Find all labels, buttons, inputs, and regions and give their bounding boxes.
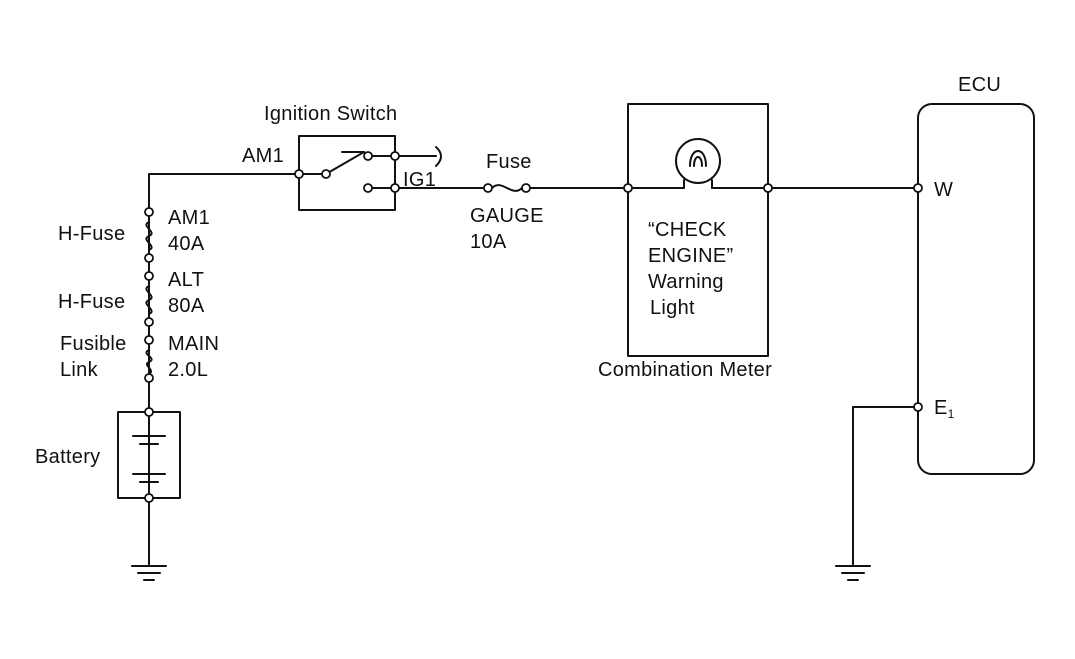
check-engine-line2: ENGINE” [648, 245, 734, 267]
ecu-terminal-e1-letter: E [934, 397, 948, 419]
check-engine-line1: “CHECK [648, 219, 727, 241]
h-fuse-alt-symbol [144, 271, 154, 327]
battery-label: Battery [35, 446, 101, 468]
gauge-fuse-name: GAUGE [470, 205, 544, 227]
fuse-am1-rating: 40A [168, 233, 205, 255]
ecu-terminal-e1-subscript: 1 [947, 407, 955, 421]
fusible-link-rating: 2.0L [168, 359, 209, 381]
battery-symbol [117, 407, 181, 503]
ig1-wire [398, 183, 629, 193]
fusible-link-type-line2: Link [60, 359, 98, 381]
fuse-alt-type: H-Fuse [58, 291, 126, 313]
fusible-link-symbol [144, 335, 154, 383]
h-fuse-am1-symbol [144, 207, 154, 263]
check-engine-line4: Light [650, 297, 695, 319]
ignition-switch-am1-label: AM1 [242, 145, 285, 167]
combination-meter-title: Combination Meter [598, 359, 773, 381]
ecu-ground-symbol [835, 406, 915, 581]
ignition-switch-title: Ignition Switch [264, 103, 398, 125]
fuse-am1-type: H-Fuse [58, 223, 126, 245]
combination-meter-symbol [623, 103, 773, 357]
gauge-fuse-rating: 10A [470, 231, 507, 253]
battery-ground-symbol [131, 501, 167, 581]
fuse-am1-name: AM1 [168, 207, 211, 229]
fuse-alt-name: ALT [168, 269, 205, 291]
ecu-symbol [913, 103, 1035, 475]
fuse-alt-rating: 80A [168, 295, 205, 317]
ignition-switch-ig1-label: IG1 [403, 169, 437, 191]
gauge-fuse-title: Fuse [486, 151, 532, 173]
fusible-link-name: MAIN [168, 333, 220, 355]
ecu-terminal-e1: E1 [934, 398, 955, 420]
fusible-link-type-line1: Fusible [60, 333, 127, 355]
check-engine-line3: Warning [648, 271, 724, 293]
ecu-terminal-w: W [934, 179, 954, 201]
ecu-title: ECU [958, 74, 1002, 96]
